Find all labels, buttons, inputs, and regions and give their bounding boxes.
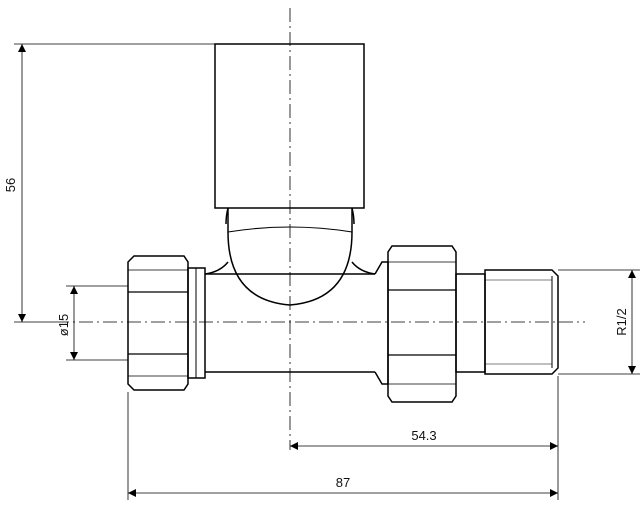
right-nut [387,245,457,403]
dimension-lines [14,43,640,500]
valve-dome [227,231,353,306]
dim-height-label: 56 [3,178,18,192]
centerlines [55,8,585,450]
valve-body [127,43,559,403]
valve-head [214,43,365,209]
dim-length-label: 87 [336,475,350,490]
tail-collar [455,273,486,373]
neck-shoulder [225,207,355,225]
thread-hatch [485,279,552,365]
valve-neck [227,208,353,232]
main-pipe [205,273,375,373]
dome-band [227,226,353,233]
right-nut-chamfer [388,261,456,385]
dim-offset-label: 54.3 [411,428,436,443]
right-taper [374,261,389,385]
left-nut-chamfer [128,269,188,377]
dim-diameter-label: ø15 [56,314,71,336]
threaded-section [484,269,559,375]
dim-thread-label: R1/2 [614,308,629,335]
left-nut [127,255,189,391]
